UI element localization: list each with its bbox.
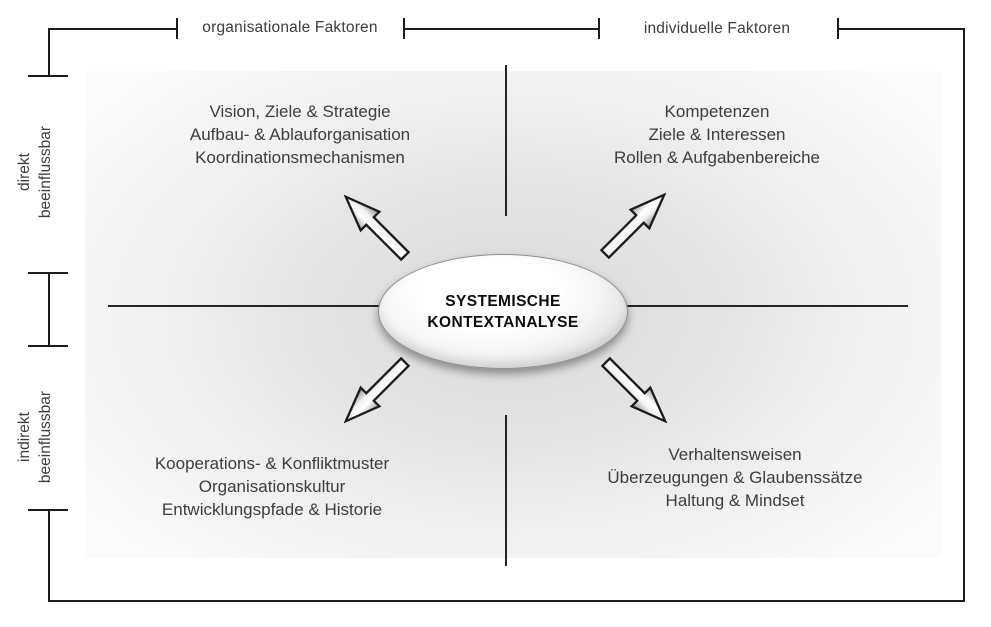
quadrant-item: Verhaltensweisen [668,445,802,464]
quadrant-bottom-right-text: Verhaltensweisen Überzeugungen & Glauben… [555,443,915,512]
quadrant-item: Koordinationsmechanismen [195,148,405,167]
top-bracket-line-left [48,28,177,30]
left-axis-label-direct-line1: direkt [16,153,33,191]
left-axis-label-direct: direkt beeinflussbar [14,87,58,257]
center-vertical-divider-bottom [505,415,507,566]
frame-bottom-line [48,600,965,602]
quadrant-item: Kooperations- & Konfliktmuster [154,454,390,473]
center-title-line2: KONTEXTANALYSE [427,313,579,331]
left-axis-label-direct-line2: beeinflussbar [37,125,54,219]
quadrant-item: Überzeugungen & Glaubenssätze [607,468,863,487]
frame-right-line [963,28,965,602]
quadrant-item: Kompetenzen [664,102,770,121]
quadrant-top-right-text: Kompetenzen Ziele & Interessen Rollen & … [547,100,887,169]
quadrant-item: Rollen & Aufgabenbereiche [613,148,821,167]
quadrant-top-left-text: Vision, Ziele & Strategie Aufbau- & Abla… [130,100,470,169]
left-axis-label-indirect-line1: indirekt [16,412,33,462]
quadrant-item: Entwicklungspfade & Historie [161,500,383,519]
left-axis-label-indirect: indirekt beeinflussbar [14,352,58,522]
quadrant-item: Organisationskultur [198,477,346,496]
top-bracket-line-right [839,28,965,30]
top-bracket-tick-2 [403,18,405,39]
left-bracket-separator-vertical [48,272,50,347]
top-axis-label-individual: individuelle Faktoren [643,20,791,37]
quadrant-item: Aufbau- & Ablauforganisation [189,125,411,144]
center-title-line1: SYSTEMISCHE [445,292,561,310]
top-bracket-tick-4 [837,18,839,39]
arrow-up-right-icon [593,182,678,267]
left-bracket-separator-tick-bottom [28,345,68,347]
arrow-down-left-icon [333,350,418,435]
top-bracket-tick-1 [176,18,178,39]
top-bracket-line-mid [405,28,598,30]
quadrant-item: Haltung & Mindset [665,491,805,510]
top-axis-label-organisational: organisationale Faktoren [202,19,378,36]
top-bracket-tick-3 [598,18,600,39]
center-vertical-divider-top [505,65,507,216]
quadrant-item: Vision, Ziele & Strategie [209,102,391,121]
arrow-down-right-icon [594,350,679,435]
left-bracket-tick-top [28,75,68,77]
quadrant-bottom-left-text: Kooperations- & Konfliktmuster Organisat… [102,452,442,521]
quadrant-item: Ziele & Interessen [648,125,786,144]
arrow-up-left-icon [333,184,418,269]
left-axis-label-indirect-line2: beeinflussbar [37,390,54,484]
left-bracket-lower-vertical [48,509,50,602]
left-bracket-corner-vertical [48,28,50,77]
center-ellipse: SYSTEMISCHE KONTEXTANALYSE [378,254,628,369]
